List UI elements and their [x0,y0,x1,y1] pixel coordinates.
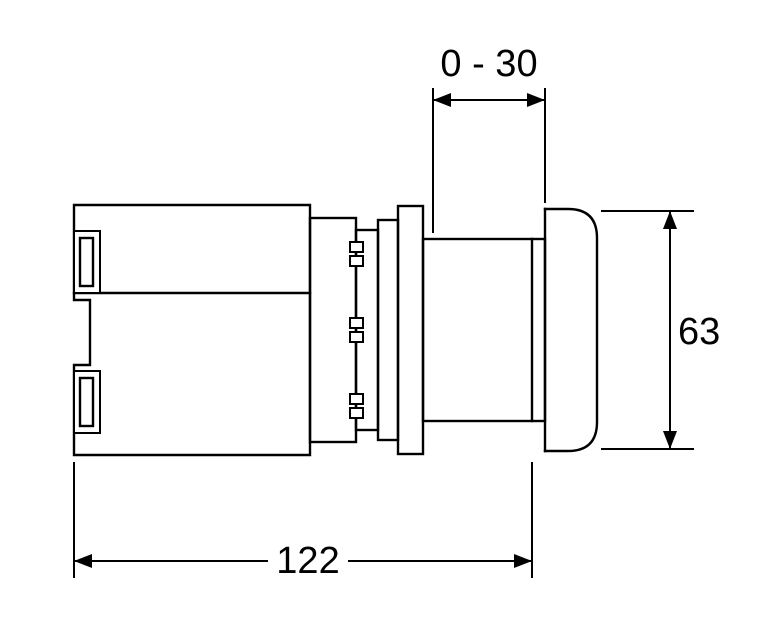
tooth [349,317,364,329]
mounting-clip-top-inner [78,236,95,288]
inner-plate [376,218,400,442]
arrowhead-left-icon [433,93,451,107]
mounting-clip-bottom [73,370,101,434]
dimension-bottom-length: 122 [73,462,533,582]
ratchet-teeth [349,241,364,419]
adjustment-sleeve [421,237,547,423]
arrowhead-left-icon [74,554,92,568]
tooth [349,331,364,343]
arrowhead-right-icon [527,93,545,107]
arrowhead-right-icon [514,554,532,568]
tooth [349,407,364,419]
arrowhead-up-icon [663,211,677,229]
tooth [349,241,364,253]
dimension-right-height: 63 [601,210,720,450]
tooth [349,393,364,405]
mounting-clip-top [73,230,101,294]
tooth [349,255,364,267]
actuator-part [72,203,599,457]
arrowhead-down-icon [663,431,677,449]
dimension-label-top: 0 - 30 [440,43,537,85]
dimension-label-right: 63 [678,311,720,353]
button-cap-dome [543,207,599,453]
mounting-clip-bottom-inner [78,376,95,428]
dimension-top-range: 0 - 30 [432,43,546,233]
dimension-label-bottom: 122 [276,540,339,582]
flange-plate [396,204,425,456]
housing-body-outline [72,203,312,457]
